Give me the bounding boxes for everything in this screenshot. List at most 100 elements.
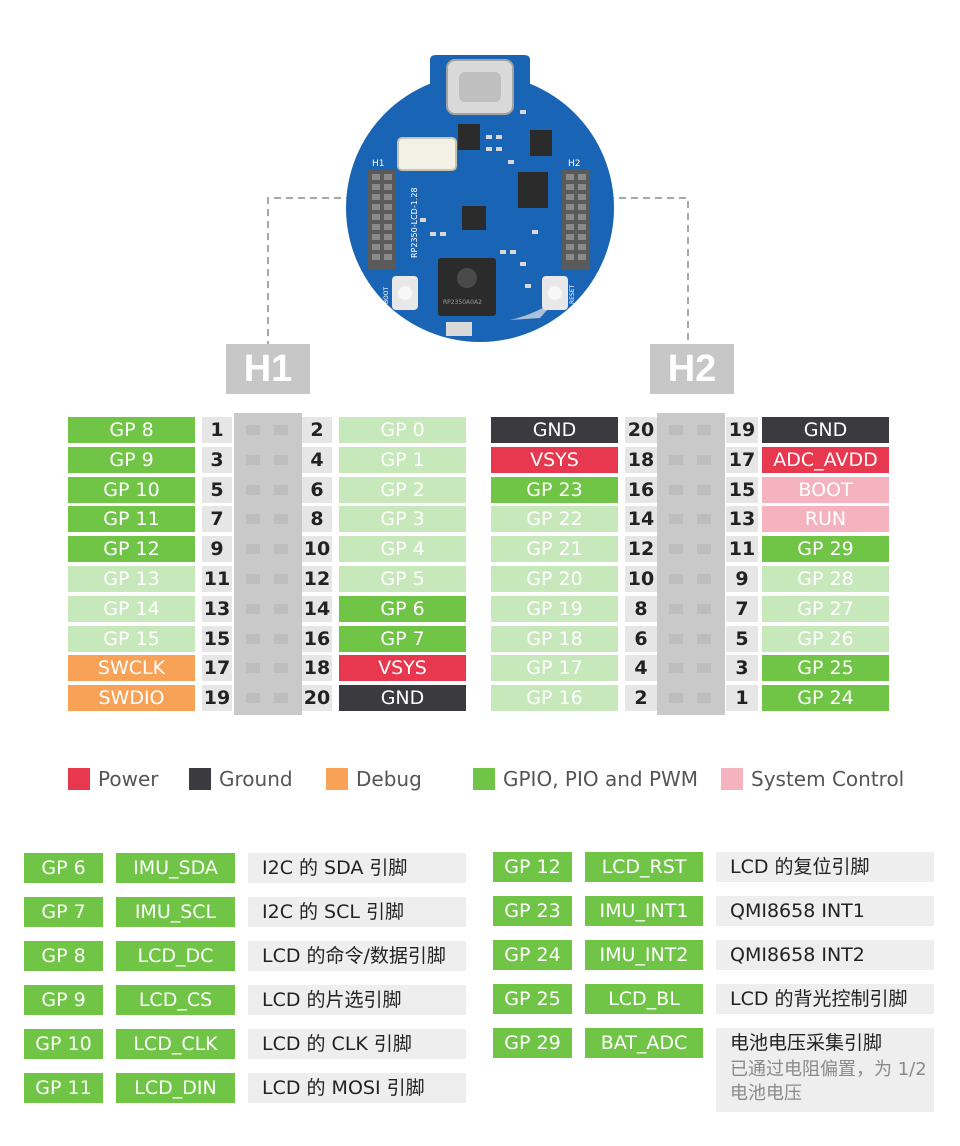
h2-left-pin-number: 16 <box>625 476 657 503</box>
h2-right-pin-number: 1 <box>726 685 758 712</box>
h1-right-pin-label: GP 3 <box>339 506 466 533</box>
function-gpio-cell: GP 7 <box>24 897 103 927</box>
h1-left-pin-number: 5 <box>202 476 232 503</box>
function-signal-cell: LCD_DIN <box>116 1073 235 1103</box>
function-signal-cell: IMU_SCL <box>116 897 235 927</box>
svg-text:BOOT: BOOT <box>383 287 390 304</box>
h2-left-pin-number: 18 <box>625 446 657 473</box>
function-signal-cell: LCD_BL <box>585 984 703 1014</box>
h2-right-pin-number: 17 <box>726 446 758 473</box>
h1-right-pin-label: GP 5 <box>339 566 466 592</box>
h2-right-pin-label: GND <box>762 417 889 443</box>
h2-left-pin-number: 20 <box>625 417 657 443</box>
function-signal-cell: IMU_INT1 <box>585 896 703 926</box>
h2-left-pin-label: GP 17 <box>491 655 618 682</box>
h1-right-pin-label: GP 7 <box>339 625 466 652</box>
h2-left-pin-label: GND <box>491 417 618 443</box>
function-description-cell: 电池电压采集引脚已通过电阻偏置，为 1/2 电池电压 <box>716 1028 934 1112</box>
function-gpio-cell: GP 12 <box>493 852 572 882</box>
h2-pin-hole <box>697 574 711 584</box>
h2-pin-hole <box>697 514 711 525</box>
h1-left-pin-number: 3 <box>202 446 232 473</box>
h1-pin-hole <box>274 425 288 435</box>
h1-right-pin-label: GP 4 <box>339 536 466 563</box>
h1-pin-hole <box>246 693 260 704</box>
silk-h2: H2 <box>568 159 581 169</box>
h2-pin-hole <box>697 633 711 644</box>
h1-right-pin-label: GP 2 <box>339 476 466 503</box>
h2-right-pin-number: 5 <box>726 625 758 652</box>
function-gpio-cell: GP 8 <box>24 941 103 971</box>
function-description-cell: I2C 的 SCL 引脚 <box>248 897 466 927</box>
h2-left-pin-number: 10 <box>625 566 657 592</box>
function-signal-cell: LCD_DC <box>116 941 235 971</box>
function-description-note: 已通过电阻偏置，为 1/2 电池电压 <box>730 1059 927 1104</box>
function-gpio-cell: GP 9 <box>24 985 103 1015</box>
h2-left-pin-number: 4 <box>625 655 657 682</box>
h2-pin-hole <box>669 663 683 674</box>
function-gpio-cell: GP 11 <box>24 1073 103 1103</box>
h1-right-pin-number: 12 <box>302 566 332 592</box>
h1-leader-line <box>267 197 365 345</box>
legend-swatch-gpio <box>473 768 495 790</box>
h2-right-pin-label: GP 27 <box>762 595 889 622</box>
h2-right-pin-label: GP 29 <box>762 536 889 563</box>
h2-pin-hole <box>697 544 711 555</box>
h1-right-pin-number: 2 <box>302 417 332 443</box>
function-description-text: 电池电压采集引脚 <box>730 1032 883 1054</box>
function-signal-cell: LCD_CLK <box>116 1029 235 1059</box>
h1-pin-hole <box>274 574 288 584</box>
h1-right-pin-number: 10 <box>302 536 332 563</box>
h2-pin-hole <box>697 603 711 614</box>
h1-header-label: H1 <box>226 344 310 394</box>
h2-right-pin-number: 11 <box>726 536 758 563</box>
function-gpio-cell: GP 29 <box>493 1028 572 1058</box>
function-description-cell: LCD 的 CLK 引脚 <box>248 1029 466 1059</box>
h2-left-pin-label: GP 18 <box>491 625 618 652</box>
h2-connector-strip <box>657 413 725 715</box>
legend-swatch-power <box>68 768 90 790</box>
h1-right-pin-number: 18 <box>302 655 332 682</box>
h1-pin-hole <box>274 514 288 525</box>
legend-swatch-ground <box>189 768 211 790</box>
legend-label-debug: Debug <box>356 767 422 791</box>
h1-left-pin-label: GP 8 <box>68 417 195 443</box>
h2-right-pin-number: 9 <box>726 566 758 592</box>
h1-right-pin-label: GP 1 <box>339 446 466 473</box>
legend-swatch-system <box>721 768 743 790</box>
h1-left-pin-label: GP 14 <box>68 595 195 622</box>
h2-left-pin-number: 12 <box>625 536 657 563</box>
imu-chip <box>462 206 486 230</box>
h1-pin-hole <box>246 454 260 465</box>
h1-pin-hole <box>246 574 260 584</box>
h2-pin-hole <box>697 693 711 704</box>
function-signal-cell: IMU_INT2 <box>585 940 703 970</box>
h1-left-pin-label: GP 9 <box>68 446 195 473</box>
function-description-cell: LCD 的 MOSI 引脚 <box>248 1073 466 1103</box>
h1-left-pin-number: 17 <box>202 655 232 682</box>
h2-left-pin-number: 14 <box>625 506 657 533</box>
legend-swatch-debug <box>326 768 348 790</box>
h1-right-pin-label: GP 6 <box>339 595 466 622</box>
legend-label-gpio: GPIO, PIO and PWM <box>503 767 699 791</box>
function-gpio-cell: GP 24 <box>493 940 572 970</box>
h1-connector-strip <box>234 413 302 715</box>
function-description-cell: LCD 的复位引脚 <box>716 852 934 882</box>
h2-right-pin-label: ADC_AVDD <box>762 446 889 473</box>
h1-left-pin-number: 9 <box>202 536 232 563</box>
h2-left-pin-label: GP 21 <box>491 536 618 563</box>
function-signal-cell: LCD_CS <box>116 985 235 1015</box>
svg-text:RP2350A0A2: RP2350A0A2 <box>443 299 482 306</box>
h2-right-pin-number: 7 <box>726 595 758 622</box>
h2-right-pin-label: GP 24 <box>762 685 889 712</box>
h1-right-pin-label: GND <box>339 685 466 712</box>
h1-left-pin-label: SWDIO <box>68 685 195 712</box>
h2-left-pin-label: GP 23 <box>491 476 618 503</box>
h2-pin-hole <box>669 425 683 435</box>
function-description-cell: I2C 的 SDA 引脚 <box>248 853 466 883</box>
h2-pin-hole <box>669 514 683 525</box>
function-gpio-cell: GP 10 <box>24 1029 103 1059</box>
function-gpio-cell: GP 6 <box>24 853 103 883</box>
h1-right-pin-number: 16 <box>302 625 332 652</box>
h2-right-pin-label: GP 25 <box>762 655 889 682</box>
